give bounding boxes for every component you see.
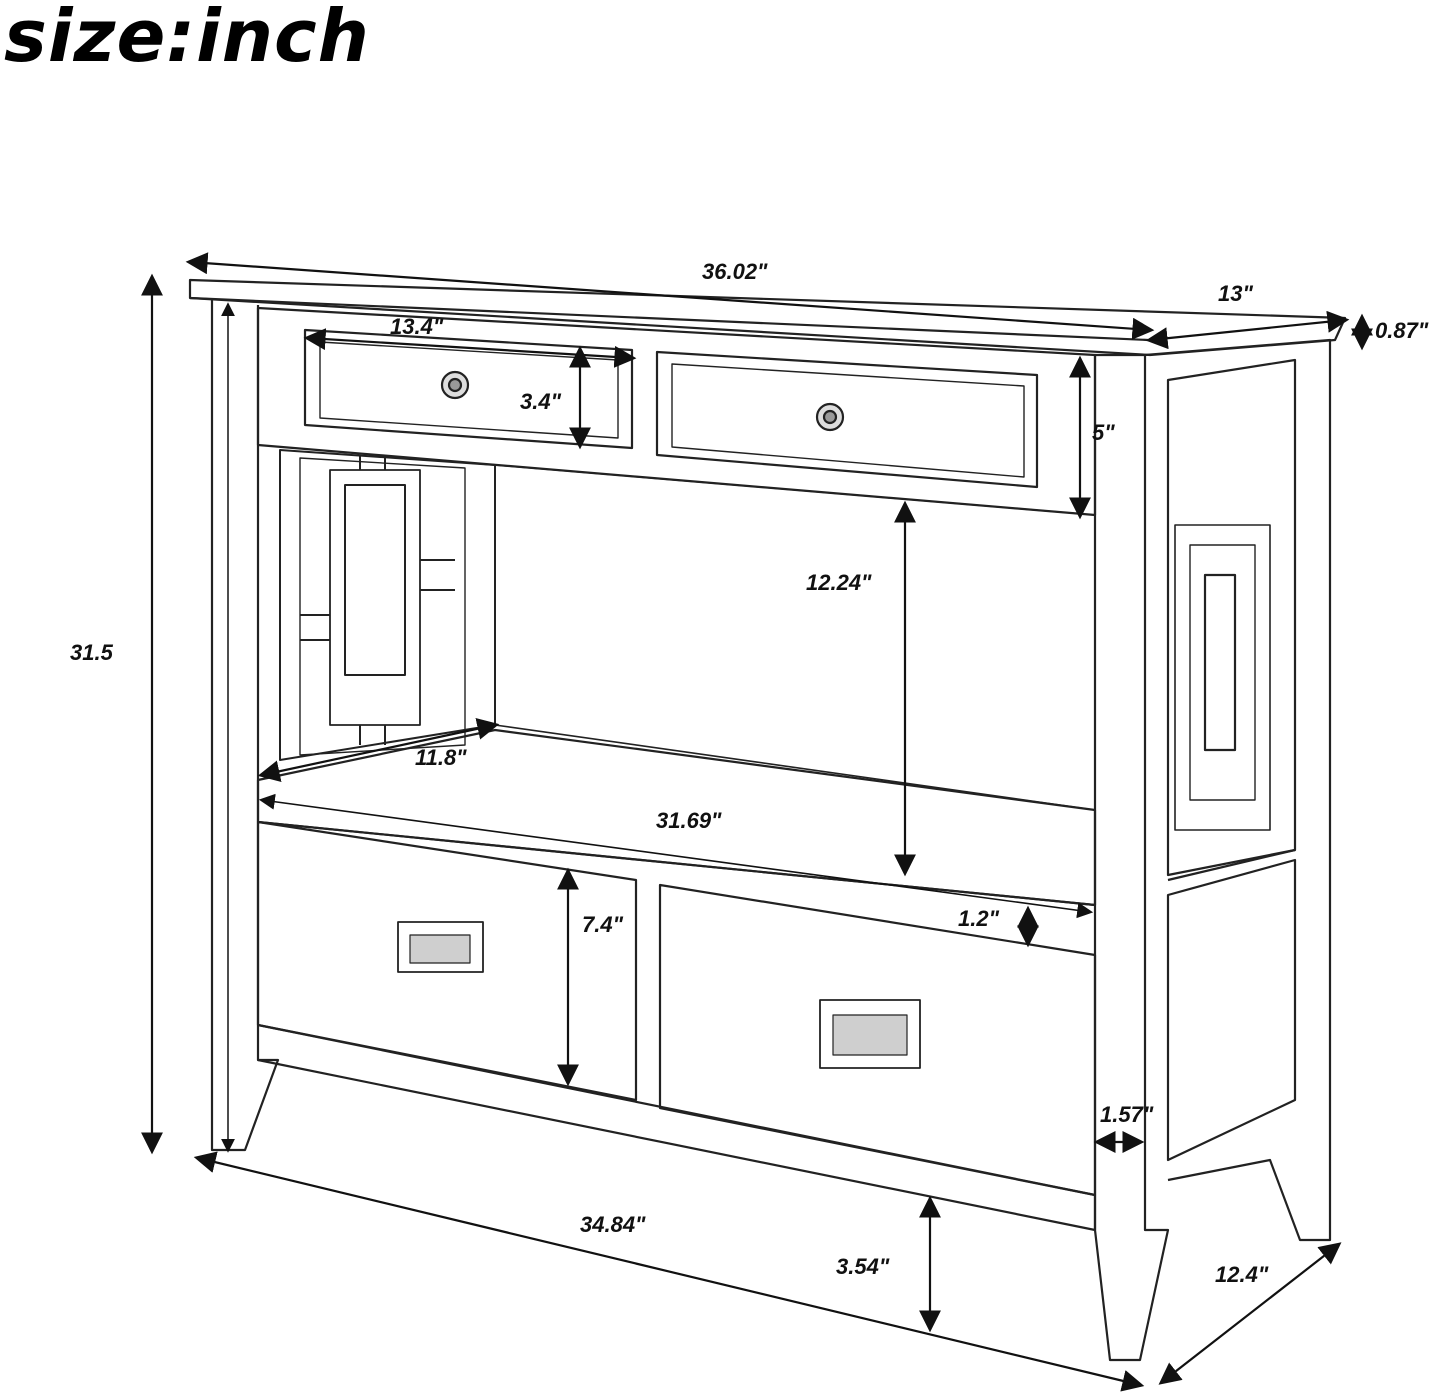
label-overall-height: 31.5 (70, 640, 114, 665)
lower-drawer-left (256, 820, 638, 1102)
dim-line-shelf-width (258, 793, 1094, 919)
label-drawer-height: 3.4" (520, 389, 562, 414)
dim-line-top-depth (1145, 310, 1350, 350)
label-lower-drawer: 7.4" (582, 912, 624, 937)
dim-line-shelf-depth (257, 717, 500, 783)
label-base-depth: 12.4" (1215, 1262, 1269, 1287)
label-top-thickness: 0.87" (1375, 318, 1429, 343)
label-drawer-width: 13.4" (390, 314, 444, 339)
dim-line-overall-width (185, 252, 1155, 340)
dimension-lines (141, 252, 1373, 1392)
label-apron-height: 5" (1092, 420, 1115, 445)
upper-drawer-right (655, 350, 1039, 489)
label-overall-width: 36.02" (702, 259, 768, 284)
right-front-leg (1093, 353, 1170, 1362)
label-top-depth: 13" (1218, 281, 1253, 306)
dimension-labels: 36.02" 13" 0.87" 31.5 13.4" 3.4" 5" 12.2… (70, 259, 1429, 1287)
label-shelf-thickness: 1.2" (958, 906, 1000, 931)
label-leg-width: 1.57" (1100, 1102, 1154, 1127)
label-shelf-width: 31.69" (656, 808, 722, 833)
label-ground-clearance: 3.54" (836, 1254, 890, 1279)
dim-line-base-width (193, 1151, 1145, 1392)
label-shelf-depth: 11.8" (415, 745, 467, 770)
left-side-fretwork (279, 449, 496, 761)
base-rail (257, 1023, 1097, 1232)
right-side-panel (1144, 338, 1332, 1242)
tabletop (188, 278, 1347, 357)
page-title: size:inch (4, 0, 370, 78)
shelf-opening-back (494, 464, 1096, 811)
front-apron (256, 306, 1097, 517)
label-shelf-opening: 12.24" (806, 570, 872, 595)
left-front-leg (210, 298, 280, 1152)
lower-drawer-right (658, 883, 1097, 1197)
label-base-width: 34.84" (580, 1212, 646, 1237)
upper-drawer-left (303, 328, 634, 450)
dim-line-base-depth (1158, 1242, 1342, 1385)
